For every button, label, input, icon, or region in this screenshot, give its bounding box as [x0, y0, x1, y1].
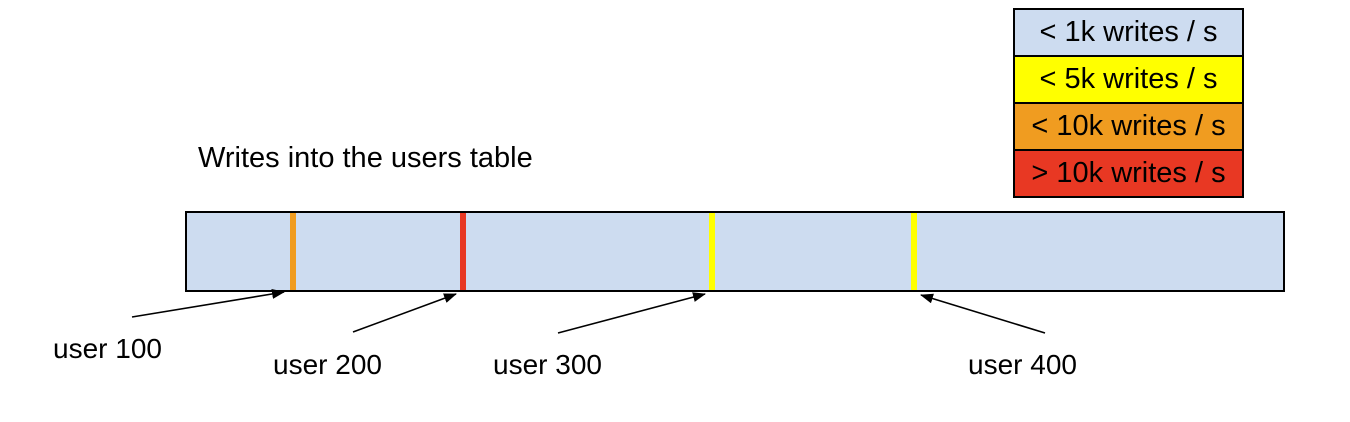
label-user-100: user 100 [53, 333, 162, 364]
diagram-title: Writes into the users table [198, 142, 533, 174]
write-hotspot-user-300 [709, 213, 715, 290]
write-hotspot-user-100 [290, 213, 296, 290]
legend-item-lt-10k: < 10k writes / s [1013, 102, 1244, 151]
label-user-400: user 400 [968, 349, 1077, 380]
legend-item-lt-5k: < 5k writes / s [1013, 55, 1244, 104]
arrow-user-100 [131, 289, 285, 318]
legend-item-gt-10k: > 10k writes / s [1013, 149, 1244, 198]
legend-item-label: > 10k writes / s [1031, 157, 1226, 189]
write-hotspot-user-200 [460, 213, 466, 290]
label-user-200: user 200 [273, 349, 382, 380]
label-user-300: user 300 [493, 349, 602, 380]
users-table-bar [185, 211, 1285, 292]
legend: < 1k writes / s < 5k writes / s < 10k wr… [1013, 8, 1244, 198]
legend-item-lt-1k: < 1k writes / s [1013, 8, 1244, 57]
arrow-user-200 [352, 293, 457, 333]
legend-item-label: < 10k writes / s [1031, 110, 1226, 142]
arrow-user-400 [920, 293, 1046, 334]
legend-item-label: < 1k writes / s [1039, 16, 1218, 48]
write-hotspot-user-400 [911, 213, 917, 290]
legend-item-label: < 5k writes / s [1039, 63, 1218, 95]
arrow-user-300 [557, 292, 706, 334]
